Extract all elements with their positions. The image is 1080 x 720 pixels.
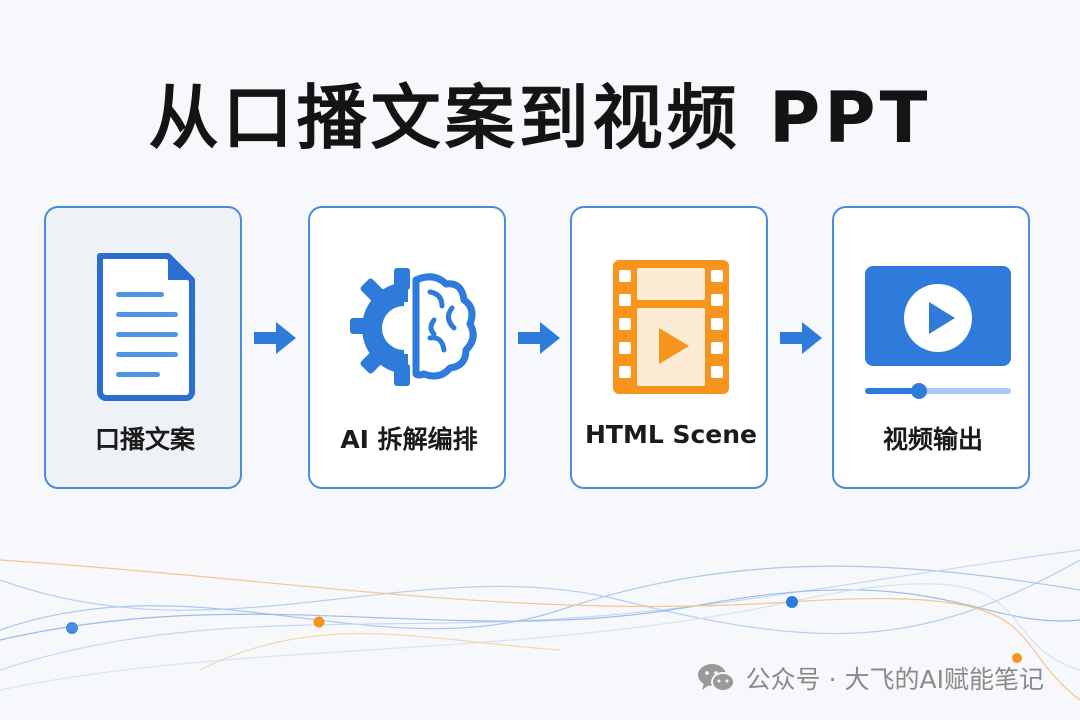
step-label: 视频输出 xyxy=(882,425,983,454)
gear-brain-icon xyxy=(310,246,508,406)
step-card-video-output: 视频输出 xyxy=(832,206,1030,489)
film-play-icon xyxy=(572,246,770,406)
footer-watermark: 公众号 · 大飞的AI赋能笔记 xyxy=(696,660,1044,696)
page-title: 从口播文案到视频 PPT xyxy=(148,77,932,159)
step-card-html-scene: HTML Scene xyxy=(570,206,768,489)
step-label: AI 拆解编排 xyxy=(340,425,478,454)
decorative-waves xyxy=(0,549,1080,701)
arrow-right-icon xyxy=(780,322,822,354)
footer-text: 公众号 · 大飞的AI赋能笔记 xyxy=(745,665,1044,694)
step-label: 口播文案 xyxy=(94,425,195,454)
step-card-script: 口播文案 xyxy=(44,206,242,489)
step-label: HTML Scene xyxy=(584,420,758,449)
document-icon xyxy=(46,246,244,406)
video-player-icon xyxy=(834,246,1032,406)
step-card-ai: AI 拆解编排 xyxy=(308,206,506,489)
arrow-right-icon xyxy=(518,322,560,354)
arrow-right-icon xyxy=(254,322,296,354)
wechat-icon xyxy=(697,664,735,692)
